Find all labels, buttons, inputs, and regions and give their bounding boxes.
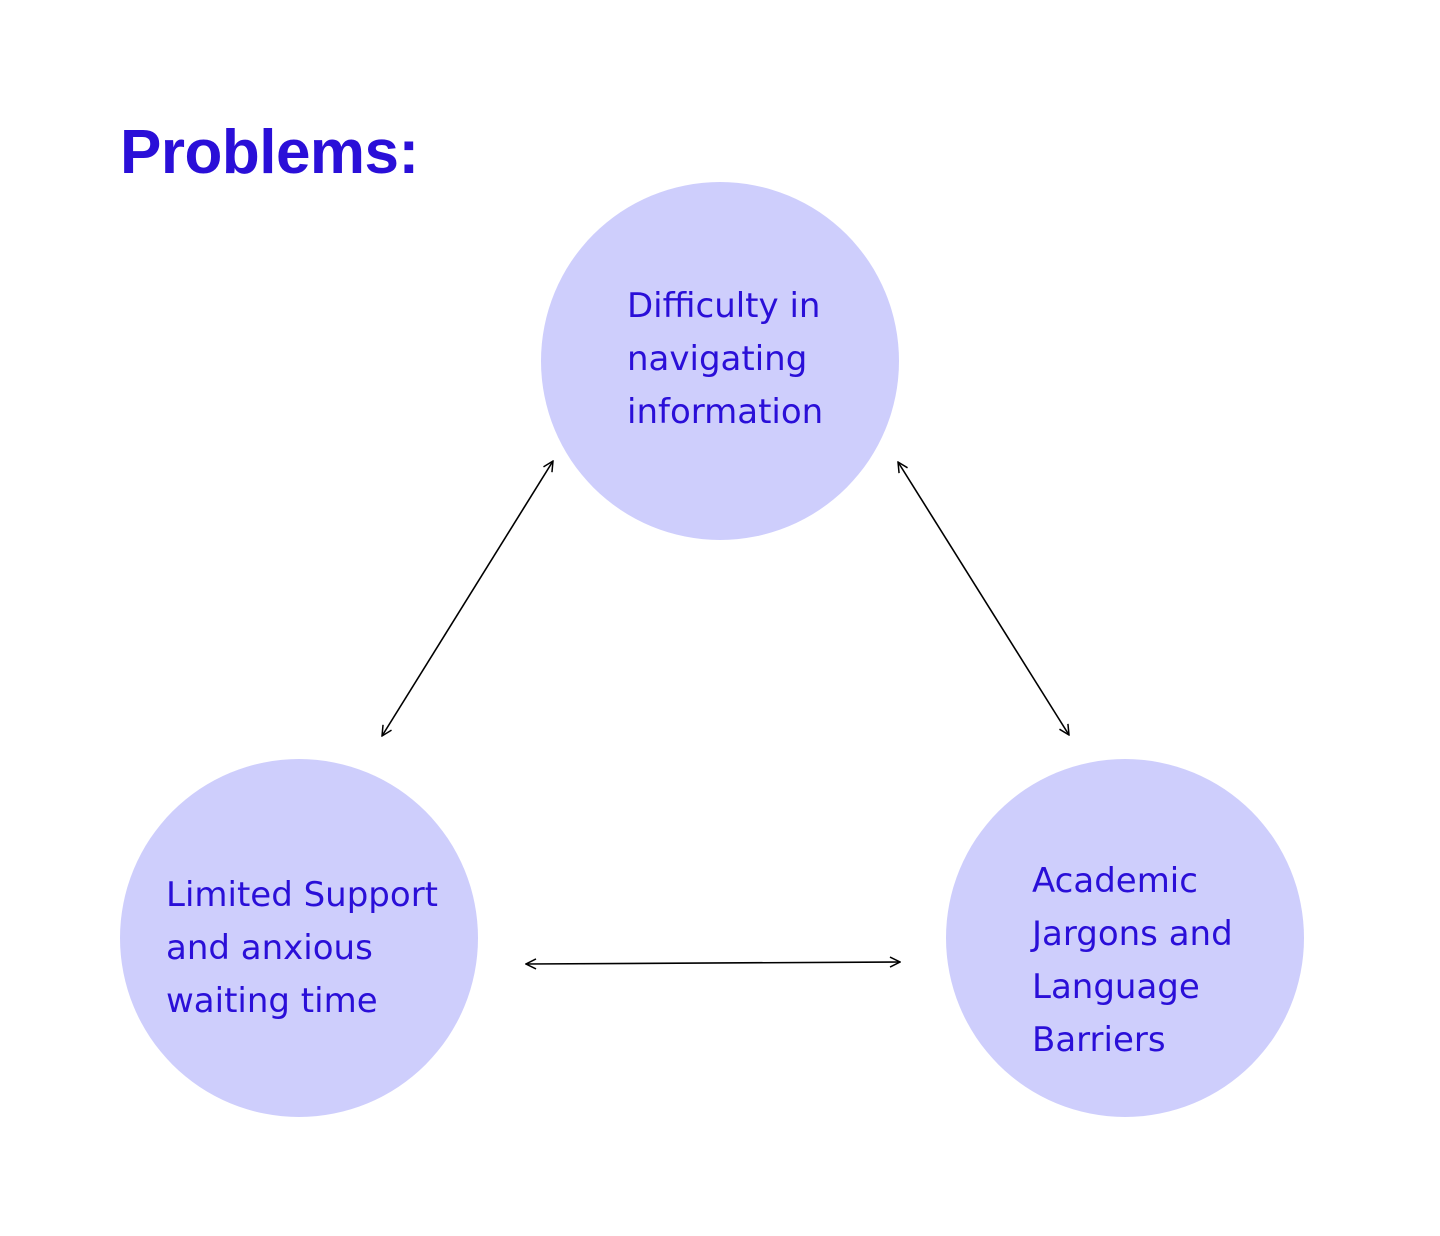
connector-navigation-language — [898, 462, 1069, 735]
problem-node-support: Limited Support and anxious waiting time — [120, 759, 478, 1117]
problem-node-language: Academic Jargons and Language Barriers — [946, 759, 1304, 1117]
problem-label-support: Limited Support and anxious waiting time — [166, 875, 438, 1021]
connector-support-language — [526, 962, 900, 964]
problem-node-navigation: Difficulty in navigating information — [541, 182, 899, 540]
problem-label-navigation: Difficulty in navigating information — [627, 286, 824, 432]
page-title: Problems: — [120, 118, 419, 187]
problem-label-language: Academic Jargons and Language Barriers — [1032, 861, 1233, 1060]
connector-navigation-support — [382, 461, 553, 736]
